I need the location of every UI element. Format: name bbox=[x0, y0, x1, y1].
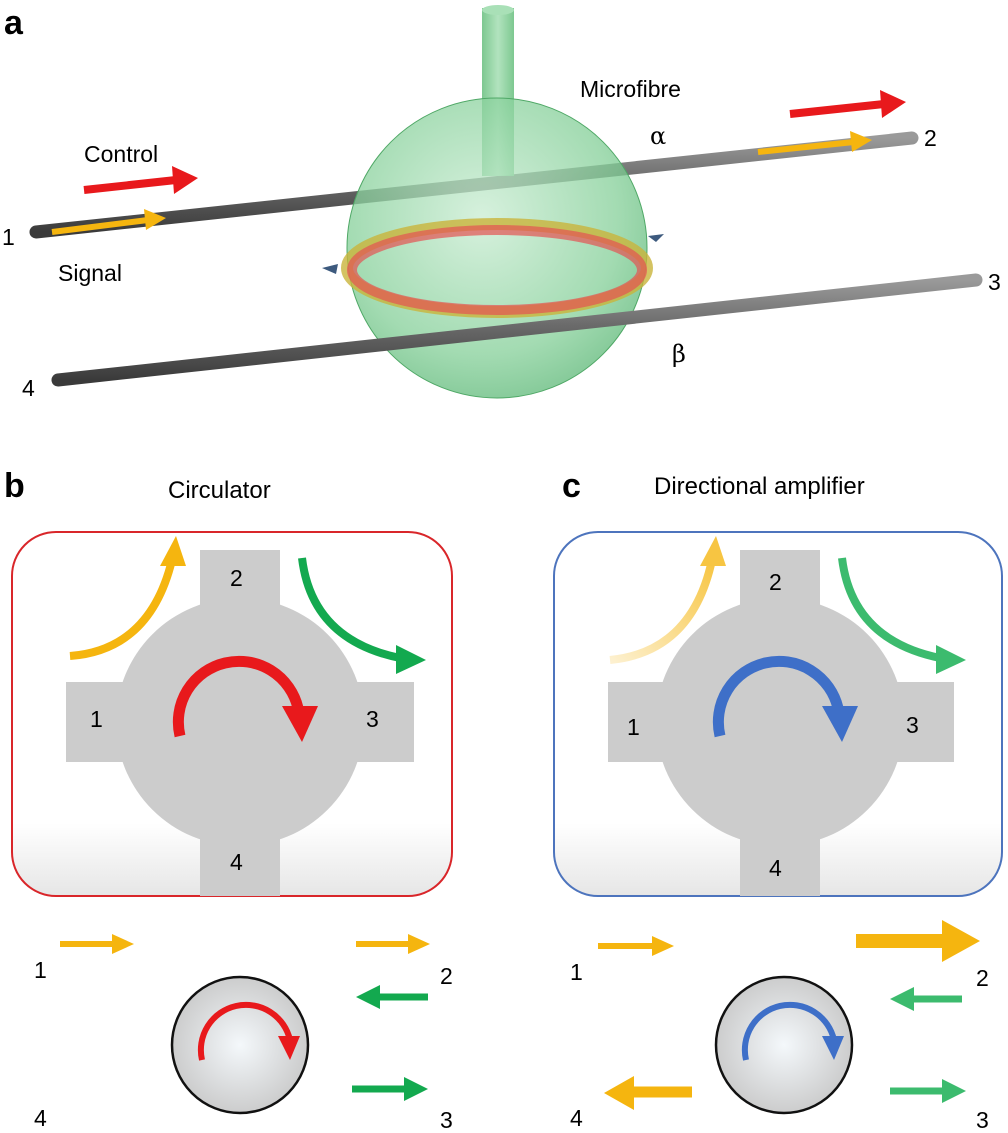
b-bottom-port-4: 4 bbox=[34, 1105, 47, 1131]
b-bottom-port-3: 3 bbox=[440, 1107, 453, 1133]
amplifier-resonator-arrowhead bbox=[822, 1036, 844, 1060]
port-4-label: 4 bbox=[22, 375, 35, 401]
circulator-green-arrow bbox=[298, 557, 401, 662]
c-bottom-port-3: 3 bbox=[976, 1107, 989, 1133]
c-bottom-port-2: 2 bbox=[976, 965, 989, 991]
c-green-in-arrowhead bbox=[890, 987, 914, 1011]
mode-marker-right bbox=[648, 234, 664, 242]
circulator-title: Circulator bbox=[168, 477, 271, 504]
amplifier-rotation-arrowhead bbox=[822, 706, 858, 742]
b-signal-out-arrowhead bbox=[408, 934, 430, 954]
c-reverse-signal-arrowhead bbox=[604, 1076, 634, 1110]
c-amplified-signal-arrowhead bbox=[942, 920, 980, 962]
stem-top bbox=[482, 5, 514, 15]
b-green-out-arrowhead bbox=[404, 1077, 428, 1101]
circulator-port-3: 3 bbox=[366, 706, 379, 732]
c-signal-in-arrowhead bbox=[652, 936, 674, 956]
circulator-rotation-arrowhead bbox=[282, 706, 318, 742]
amplifier-title: Directional amplifier bbox=[654, 473, 865, 500]
circulator-signal-arrowhead bbox=[160, 536, 186, 566]
amplifier-junction bbox=[608, 550, 954, 896]
resonator-sphere bbox=[346, 97, 648, 399]
amplifier-signal-arrowhead bbox=[700, 536, 726, 566]
b-bottom-port-2: 2 bbox=[440, 963, 453, 989]
c-bottom-port-1: 1 bbox=[570, 959, 583, 985]
mode-marker-left bbox=[322, 264, 338, 274]
panel-b: b Circulator 2 1 3 4 bbox=[4, 467, 453, 1133]
amplifier-green-arrowhead bbox=[936, 645, 966, 674]
circulator-port-2: 2 bbox=[230, 565, 243, 591]
circulator-port-4: 4 bbox=[230, 849, 243, 875]
amplifier-green-arrow bbox=[838, 557, 941, 662]
b-signal-in-arrowhead bbox=[112, 934, 134, 954]
control-arrow-out-head bbox=[880, 90, 906, 118]
beta-label: β bbox=[672, 340, 686, 368]
amplifier-signal-out-arrow bbox=[609, 559, 716, 664]
signal-arrow-out-head bbox=[850, 131, 872, 152]
circulator-green-arrowhead bbox=[396, 645, 426, 674]
port-3-label: 3 bbox=[988, 269, 1001, 295]
circulator-signal-out-arrow bbox=[69, 559, 176, 660]
c-green-out-arrowhead bbox=[942, 1079, 966, 1103]
control-label: Control bbox=[84, 141, 158, 167]
c-bottom-port-4: 4 bbox=[570, 1105, 583, 1131]
port-1-label: 1 bbox=[2, 224, 15, 250]
control-ring-mode bbox=[347, 225, 647, 315]
panel-a: a Microfibre Control Signal α β 1 2 3 4 bbox=[2, 4, 1001, 401]
amplifier-port-4: 4 bbox=[769, 855, 782, 881]
amplifier-rotation-arrow bbox=[712, 655, 844, 738]
port-2-label: 2 bbox=[924, 125, 937, 151]
circulator-junction bbox=[66, 550, 414, 896]
control-arrow-in bbox=[83, 176, 177, 194]
b-green-in-arrowhead bbox=[356, 985, 380, 1009]
signal-arrow-in-head bbox=[144, 209, 166, 230]
b-bottom-port-1: 1 bbox=[34, 957, 47, 983]
panel-c-letter: c bbox=[562, 467, 581, 505]
signal-arrow-out bbox=[757, 139, 855, 155]
signal-arrow-in bbox=[51, 217, 149, 235]
panel-c: c Directional amplifier 2 1 3 4 bbox=[553, 467, 1003, 1133]
signal-label: Signal bbox=[58, 260, 122, 286]
circulator-resonator-arrow bbox=[197, 1001, 293, 1061]
panel-a-letter: a bbox=[4, 4, 24, 42]
amplifier-port-2: 2 bbox=[769, 569, 782, 595]
amplifier-port-1: 1 bbox=[627, 714, 640, 740]
control-arrow-out bbox=[789, 100, 885, 118]
panel-b-letter: b bbox=[4, 467, 25, 505]
amplifier-port-3: 3 bbox=[906, 712, 919, 738]
circulator-resonator-arrowhead bbox=[278, 1036, 300, 1060]
circulator-rotation-arrow bbox=[172, 655, 304, 738]
control-arrow-in-head bbox=[172, 166, 198, 194]
microfibre-label: Microfibre bbox=[580, 76, 681, 102]
circulator-port-1: 1 bbox=[90, 706, 103, 732]
amplifier-resonator-arrow bbox=[741, 1001, 837, 1061]
alpha-label: α bbox=[650, 122, 666, 150]
microfibre-beta bbox=[51, 273, 983, 387]
